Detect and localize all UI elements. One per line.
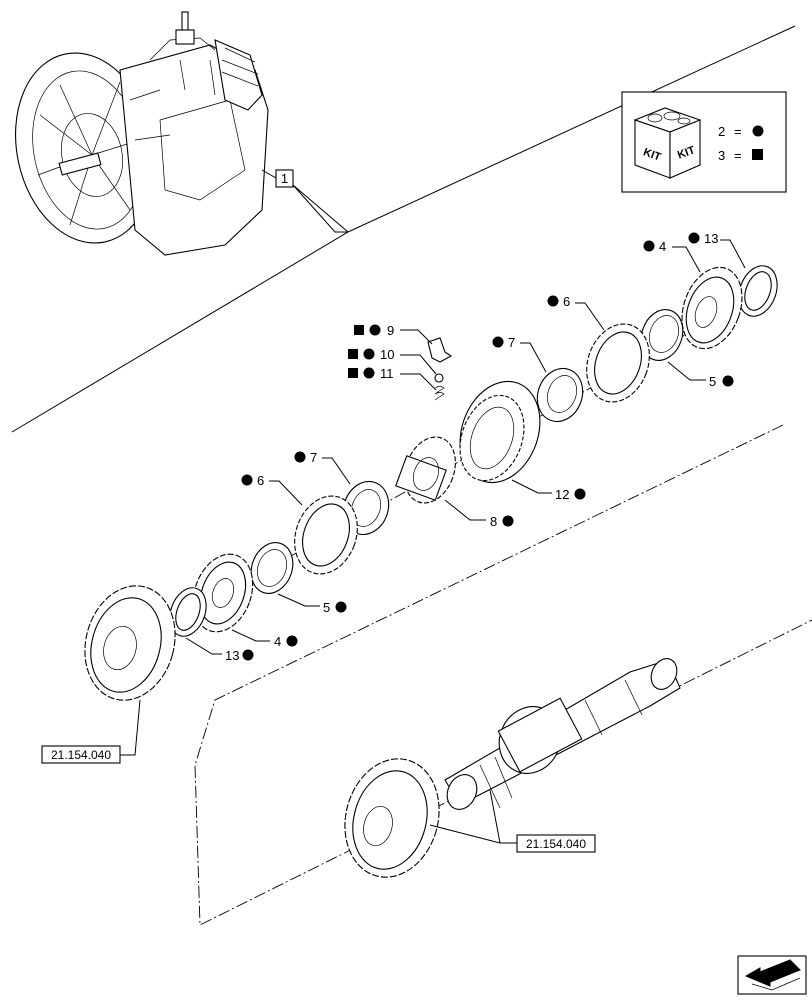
square-marker-icon [348,368,358,378]
circle-marker-icon [492,336,504,348]
kit-label-left: KIT [642,146,663,163]
legend-circle-icon [752,125,764,137]
circle-marker-icon [688,232,700,244]
callout-4-left: 4 [274,634,281,649]
callout-6-left: 6 [257,473,264,488]
legend-square-icon [752,149,763,160]
circle-marker-icon [294,451,306,463]
circle-marker-icon [335,601,347,613]
gear-left-ref [84,585,176,701]
legend-row2-number: 3 [718,148,725,163]
callout-6-right: 6 [563,294,570,309]
circle-marker-icon [547,295,559,307]
ref-box-right[interactable]: 21.154.040 [516,834,596,853]
kit-box-icon: KIT KIT [633,107,702,179]
callout-9: 9 [387,323,394,338]
ref-box-left[interactable]: 21.154.040 [41,745,121,764]
reference-frame [194,424,812,926]
callout-5-right: 5 [709,374,716,389]
circle-marker-icon [242,649,254,661]
callout-13-right: 13 [704,231,718,246]
part-8-hub [395,436,456,504]
callout-13-left: 13 [225,648,239,663]
circle-marker-icon [369,324,381,336]
circle-marker-icon [363,367,375,379]
callout-11: 11 [380,366,394,381]
ref-box-right-label: 21.154.040 [526,837,586,851]
part-6-right [586,323,650,403]
legend-row2-equals: = [734,148,742,163]
callout-8: 8 [490,514,497,529]
part-4-right [681,266,743,350]
callout-5-left: 5 [323,600,330,615]
circle-marker-icon [574,488,586,500]
part-6-left [294,495,358,575]
part-5-right [640,309,684,361]
part-7-right [536,367,584,423]
assembly-ref-label: 1 [281,171,288,186]
circle-marker-icon [286,635,298,647]
callout-7-right: 7 [508,335,515,350]
circle-marker-icon [502,515,514,527]
circle-marker-icon [643,240,655,252]
legend-row1-equals: = [734,124,742,139]
circle-marker-icon [241,474,253,486]
transmission-assembly: 1 [15,11,349,256]
part-13-left [169,587,207,637]
assembly-ref-box [275,169,294,188]
part-4-left [192,553,254,633]
part-13-right [738,265,778,317]
circle-marker-icon [363,348,375,360]
legend-row1-number: 2 [718,124,725,139]
next-page-arrow-icon[interactable] [737,955,807,995]
circle-marker-icon [722,375,734,387]
kit-label-right: KIT [676,144,697,161]
callout-4-right: 4 [659,239,666,254]
square-marker-icon [348,349,358,359]
square-marker-icon [354,325,364,335]
callout-12: 12 [555,487,569,502]
gear-bottom-ref [344,758,440,878]
part-12-sleeve [459,380,541,484]
kit-legend: KIT KIT 2 = 3 = [621,91,787,193]
part-5-left [250,542,294,594]
ref-box-left-label: 21.154.040 [51,748,111,762]
output-shaft [444,658,681,810]
callout-7-left: 7 [310,450,317,465]
part-9-10-11-detent [427,337,453,401]
callout-10: 10 [380,347,394,362]
